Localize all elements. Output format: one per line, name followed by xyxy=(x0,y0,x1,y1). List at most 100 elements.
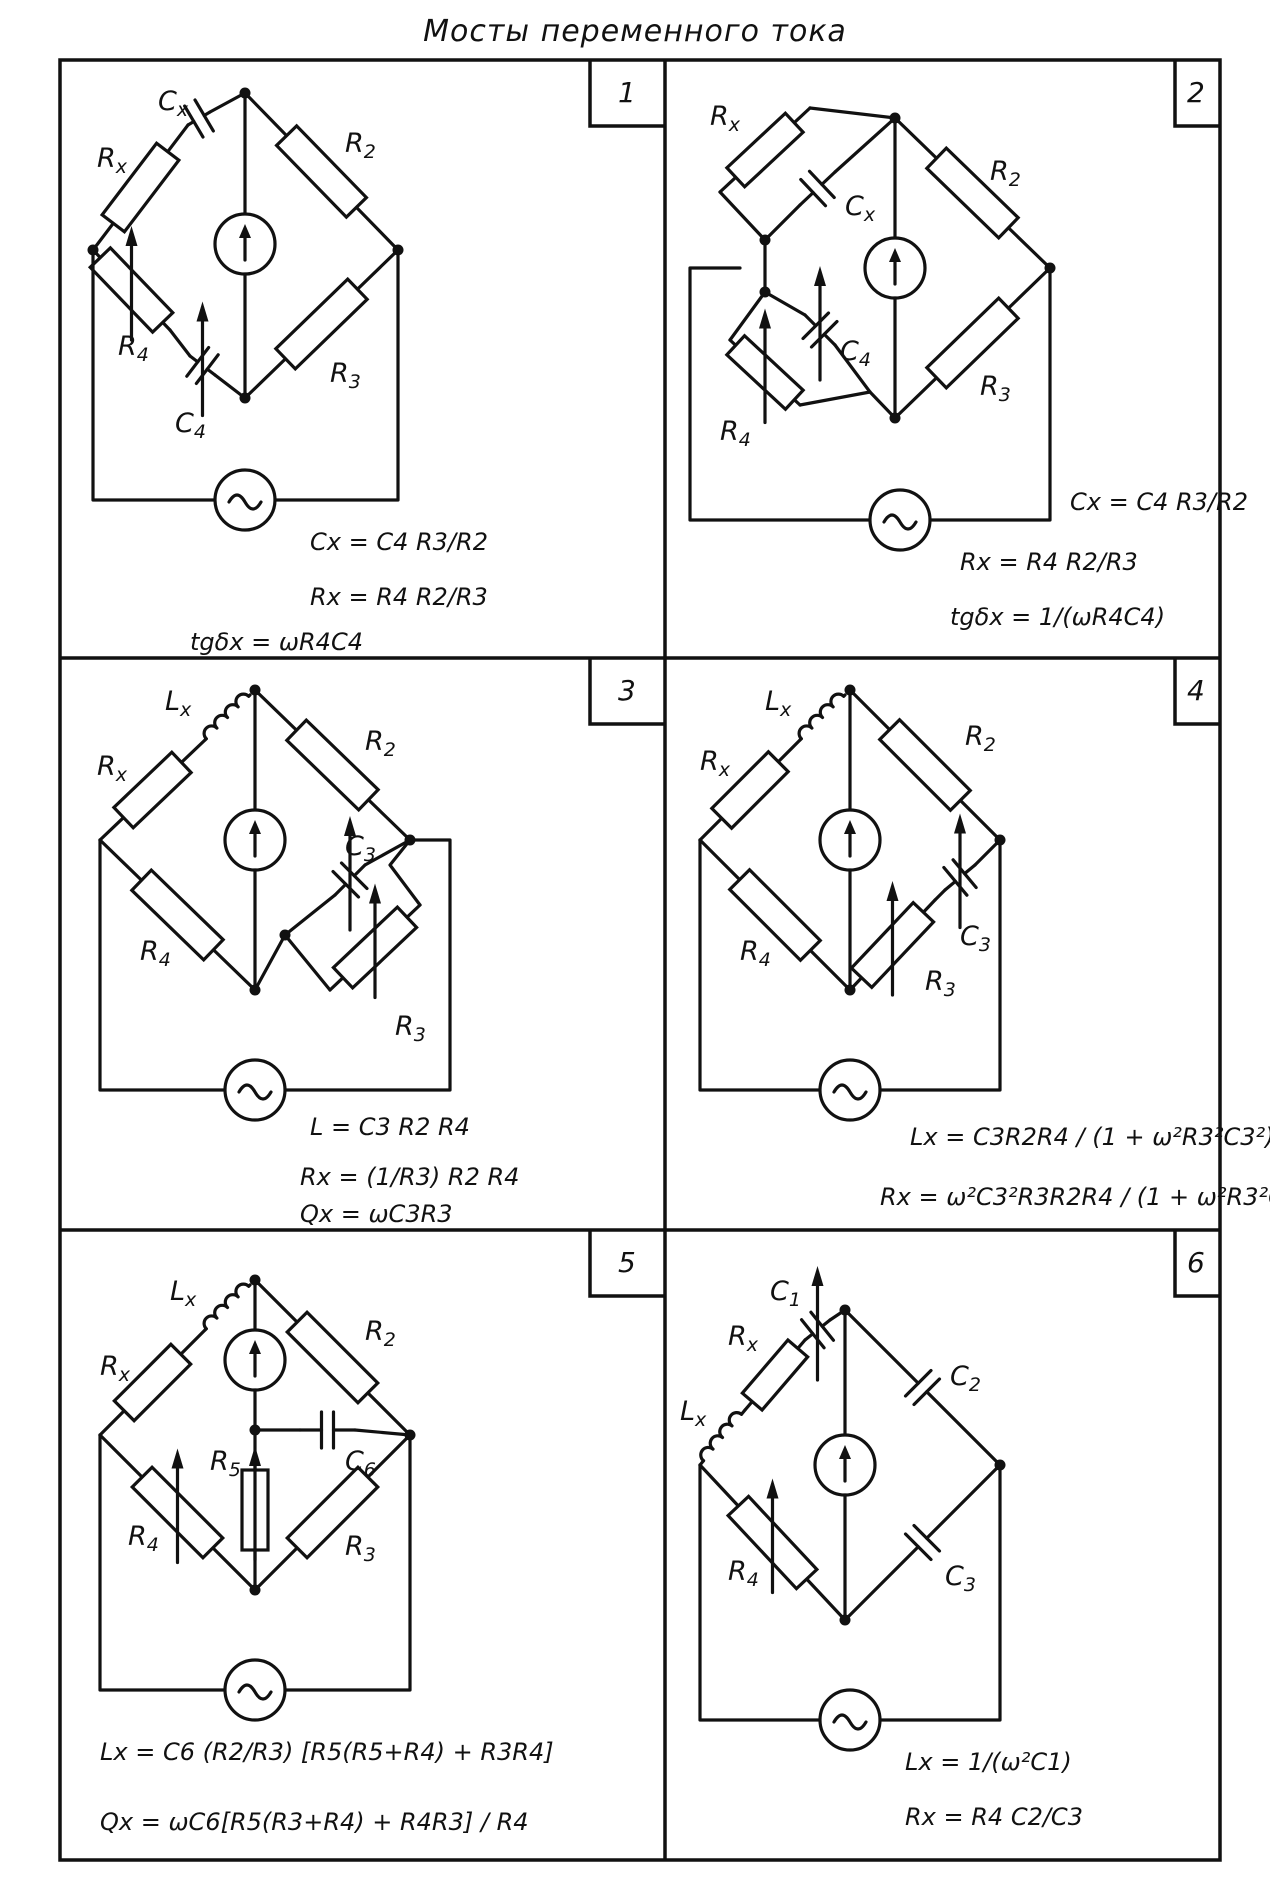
wire xyxy=(878,1463,1002,1722)
panel-number-box xyxy=(1173,658,1220,726)
ac-source-sine xyxy=(832,1713,868,1731)
wire xyxy=(283,893,337,937)
junction-dot xyxy=(249,1274,261,1286)
panel-number-box xyxy=(588,60,665,128)
wire xyxy=(353,1428,412,1437)
inductor-coil xyxy=(202,1282,251,1331)
junction-dot xyxy=(404,834,416,846)
resistor-body xyxy=(709,749,791,831)
junction-dot xyxy=(279,929,291,941)
wire xyxy=(833,116,897,174)
galvanometer xyxy=(223,808,287,872)
component-label: Lx xyxy=(170,1276,197,1311)
inductor-coil xyxy=(699,1411,744,1463)
wire xyxy=(848,688,892,732)
panel-4-circuit xyxy=(698,684,1006,1122)
galvanometer xyxy=(863,236,927,300)
junction-dot xyxy=(844,984,856,996)
panel-1-formula: Cx = C4 R3/R2 xyxy=(310,528,488,556)
ac-source-sine xyxy=(832,1083,868,1101)
arrow-head xyxy=(369,883,381,904)
inductor-coil xyxy=(202,692,251,741)
variable-arrow xyxy=(811,1266,824,1382)
galvanometer-arrowhead xyxy=(239,224,251,238)
panel-number: 4 xyxy=(1187,674,1205,707)
panel-6-formula: Lx = 1/(ω²C1) xyxy=(905,1748,1072,1776)
wire xyxy=(688,266,872,522)
component-label: R4 xyxy=(740,936,771,971)
component-label: C6 xyxy=(345,1446,376,1481)
wire xyxy=(698,816,724,842)
component-label: Rx xyxy=(700,746,731,781)
wire xyxy=(168,328,192,358)
capacitor-plate xyxy=(912,1523,942,1553)
wire xyxy=(355,248,400,291)
arrow-head xyxy=(171,1448,184,1469)
component-label: R4 xyxy=(720,416,751,451)
wire xyxy=(820,170,837,186)
resistor xyxy=(740,1337,810,1413)
component-label: Lx xyxy=(680,1396,707,1431)
component-label: R2 xyxy=(345,128,376,163)
wire xyxy=(728,290,767,342)
capacitor-plate xyxy=(183,104,205,139)
capacitor-plate xyxy=(809,1310,836,1342)
wire xyxy=(803,313,818,328)
arrow-head xyxy=(344,816,356,836)
wire xyxy=(283,1433,412,1692)
outer-frame xyxy=(58,58,1222,1862)
capacitor-plate xyxy=(809,319,839,349)
resistor xyxy=(111,750,194,830)
resistor xyxy=(274,123,369,220)
panel-2-circuit xyxy=(688,106,1056,552)
junction-dot xyxy=(249,1424,261,1436)
resistor xyxy=(924,295,1021,391)
component-label: C3 xyxy=(945,1561,976,1596)
wire xyxy=(91,221,115,252)
capacitor-plate xyxy=(912,1377,942,1407)
arrow-head xyxy=(766,1478,779,1499)
component-label: Rx xyxy=(710,101,741,136)
galvanometer xyxy=(223,1328,287,1392)
wire xyxy=(763,290,807,317)
component-label: R3 xyxy=(330,358,361,393)
panel-5-formula: Qx = ωC6[R5(R3+R4) + R4R3] / R4 xyxy=(100,1808,529,1836)
capacitor-plate xyxy=(194,353,220,386)
wire xyxy=(253,688,299,732)
galvanometer-arrowhead xyxy=(889,248,901,262)
panel-number: 3 xyxy=(618,674,636,707)
resistor xyxy=(724,110,806,190)
wire xyxy=(798,390,872,407)
wire xyxy=(366,1433,412,1479)
resistor xyxy=(284,1309,381,1406)
wire xyxy=(1006,266,1052,310)
wire xyxy=(943,879,957,892)
junction-dot xyxy=(404,1429,416,1441)
component-label: C1 xyxy=(770,1276,801,1311)
galvanometer xyxy=(213,212,277,276)
wire xyxy=(925,1463,1002,1540)
component-label: R4 xyxy=(118,331,149,366)
component-label: C2 xyxy=(950,1361,981,1396)
ac-source-sine xyxy=(227,493,263,511)
component-label: R2 xyxy=(990,156,1021,191)
junction-dot xyxy=(759,234,771,246)
variable-arrow xyxy=(125,226,138,342)
panel-5-circuit xyxy=(98,1274,416,1722)
wire xyxy=(161,320,172,332)
arrow-head xyxy=(759,308,771,329)
wire xyxy=(179,738,207,765)
wire xyxy=(743,1399,754,1412)
inductor-coil xyxy=(797,692,846,741)
resistor-body xyxy=(284,717,381,813)
wire xyxy=(718,190,767,242)
wire xyxy=(388,838,422,907)
panel-4-formula: Rx = ω²C3²R3R2R4 / (1 + ω²R3²C3²) xyxy=(880,1183,1270,1211)
ac-source xyxy=(818,1058,882,1122)
wire xyxy=(405,903,422,919)
panel-2-formula: tgδx = 1/(ωR4C4) xyxy=(950,603,1165,631)
resistor-body xyxy=(877,717,973,813)
component-label: R3 xyxy=(980,371,1011,406)
page-title: Мосты переменного тока xyxy=(423,14,847,49)
component-label: C3 xyxy=(345,831,376,866)
